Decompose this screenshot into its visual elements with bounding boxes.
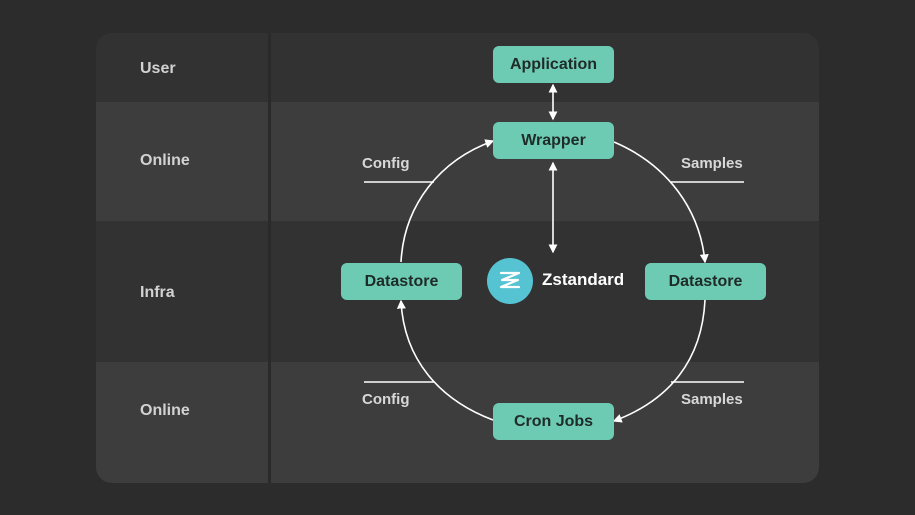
node-datastore-left[interactable]: Datastore [341,263,462,300]
lane-label-online-bottom: Online [140,402,190,419]
arrow-wrapper-datastore-right [613,141,709,264]
edge-label-config-top: Config [362,155,410,172]
zstandard-label: Zstandard [542,270,625,289]
arrow-datastore-left-wrapper [400,139,495,263]
node-wrapper[interactable]: Wrapper [493,122,614,159]
arrow-datastore-right-cron [612,299,706,423]
node-application[interactable]: Application [493,46,614,83]
lane-label-online-top: Online [140,152,190,169]
node-datastore-right[interactable]: Datastore [645,263,766,300]
lane-online-top-band [96,102,819,221]
lane-user-band [96,33,819,102]
edge-label-samples-top: Samples [681,155,743,172]
edge-label-samples-bottom: Samples [681,391,743,408]
lane-label-infra: Infra [140,284,175,301]
swimlane-panel: User Online Infra Online [96,33,819,483]
node-cron-jobs[interactable]: Cron Jobs [493,403,614,440]
lane-label-user: User [140,60,176,77]
arrow-cron-datastore-left [396,299,494,421]
edge-label-config-bottom: Config [362,391,410,408]
zstandard-logo-icon [487,258,533,304]
lane-divider [268,33,271,483]
